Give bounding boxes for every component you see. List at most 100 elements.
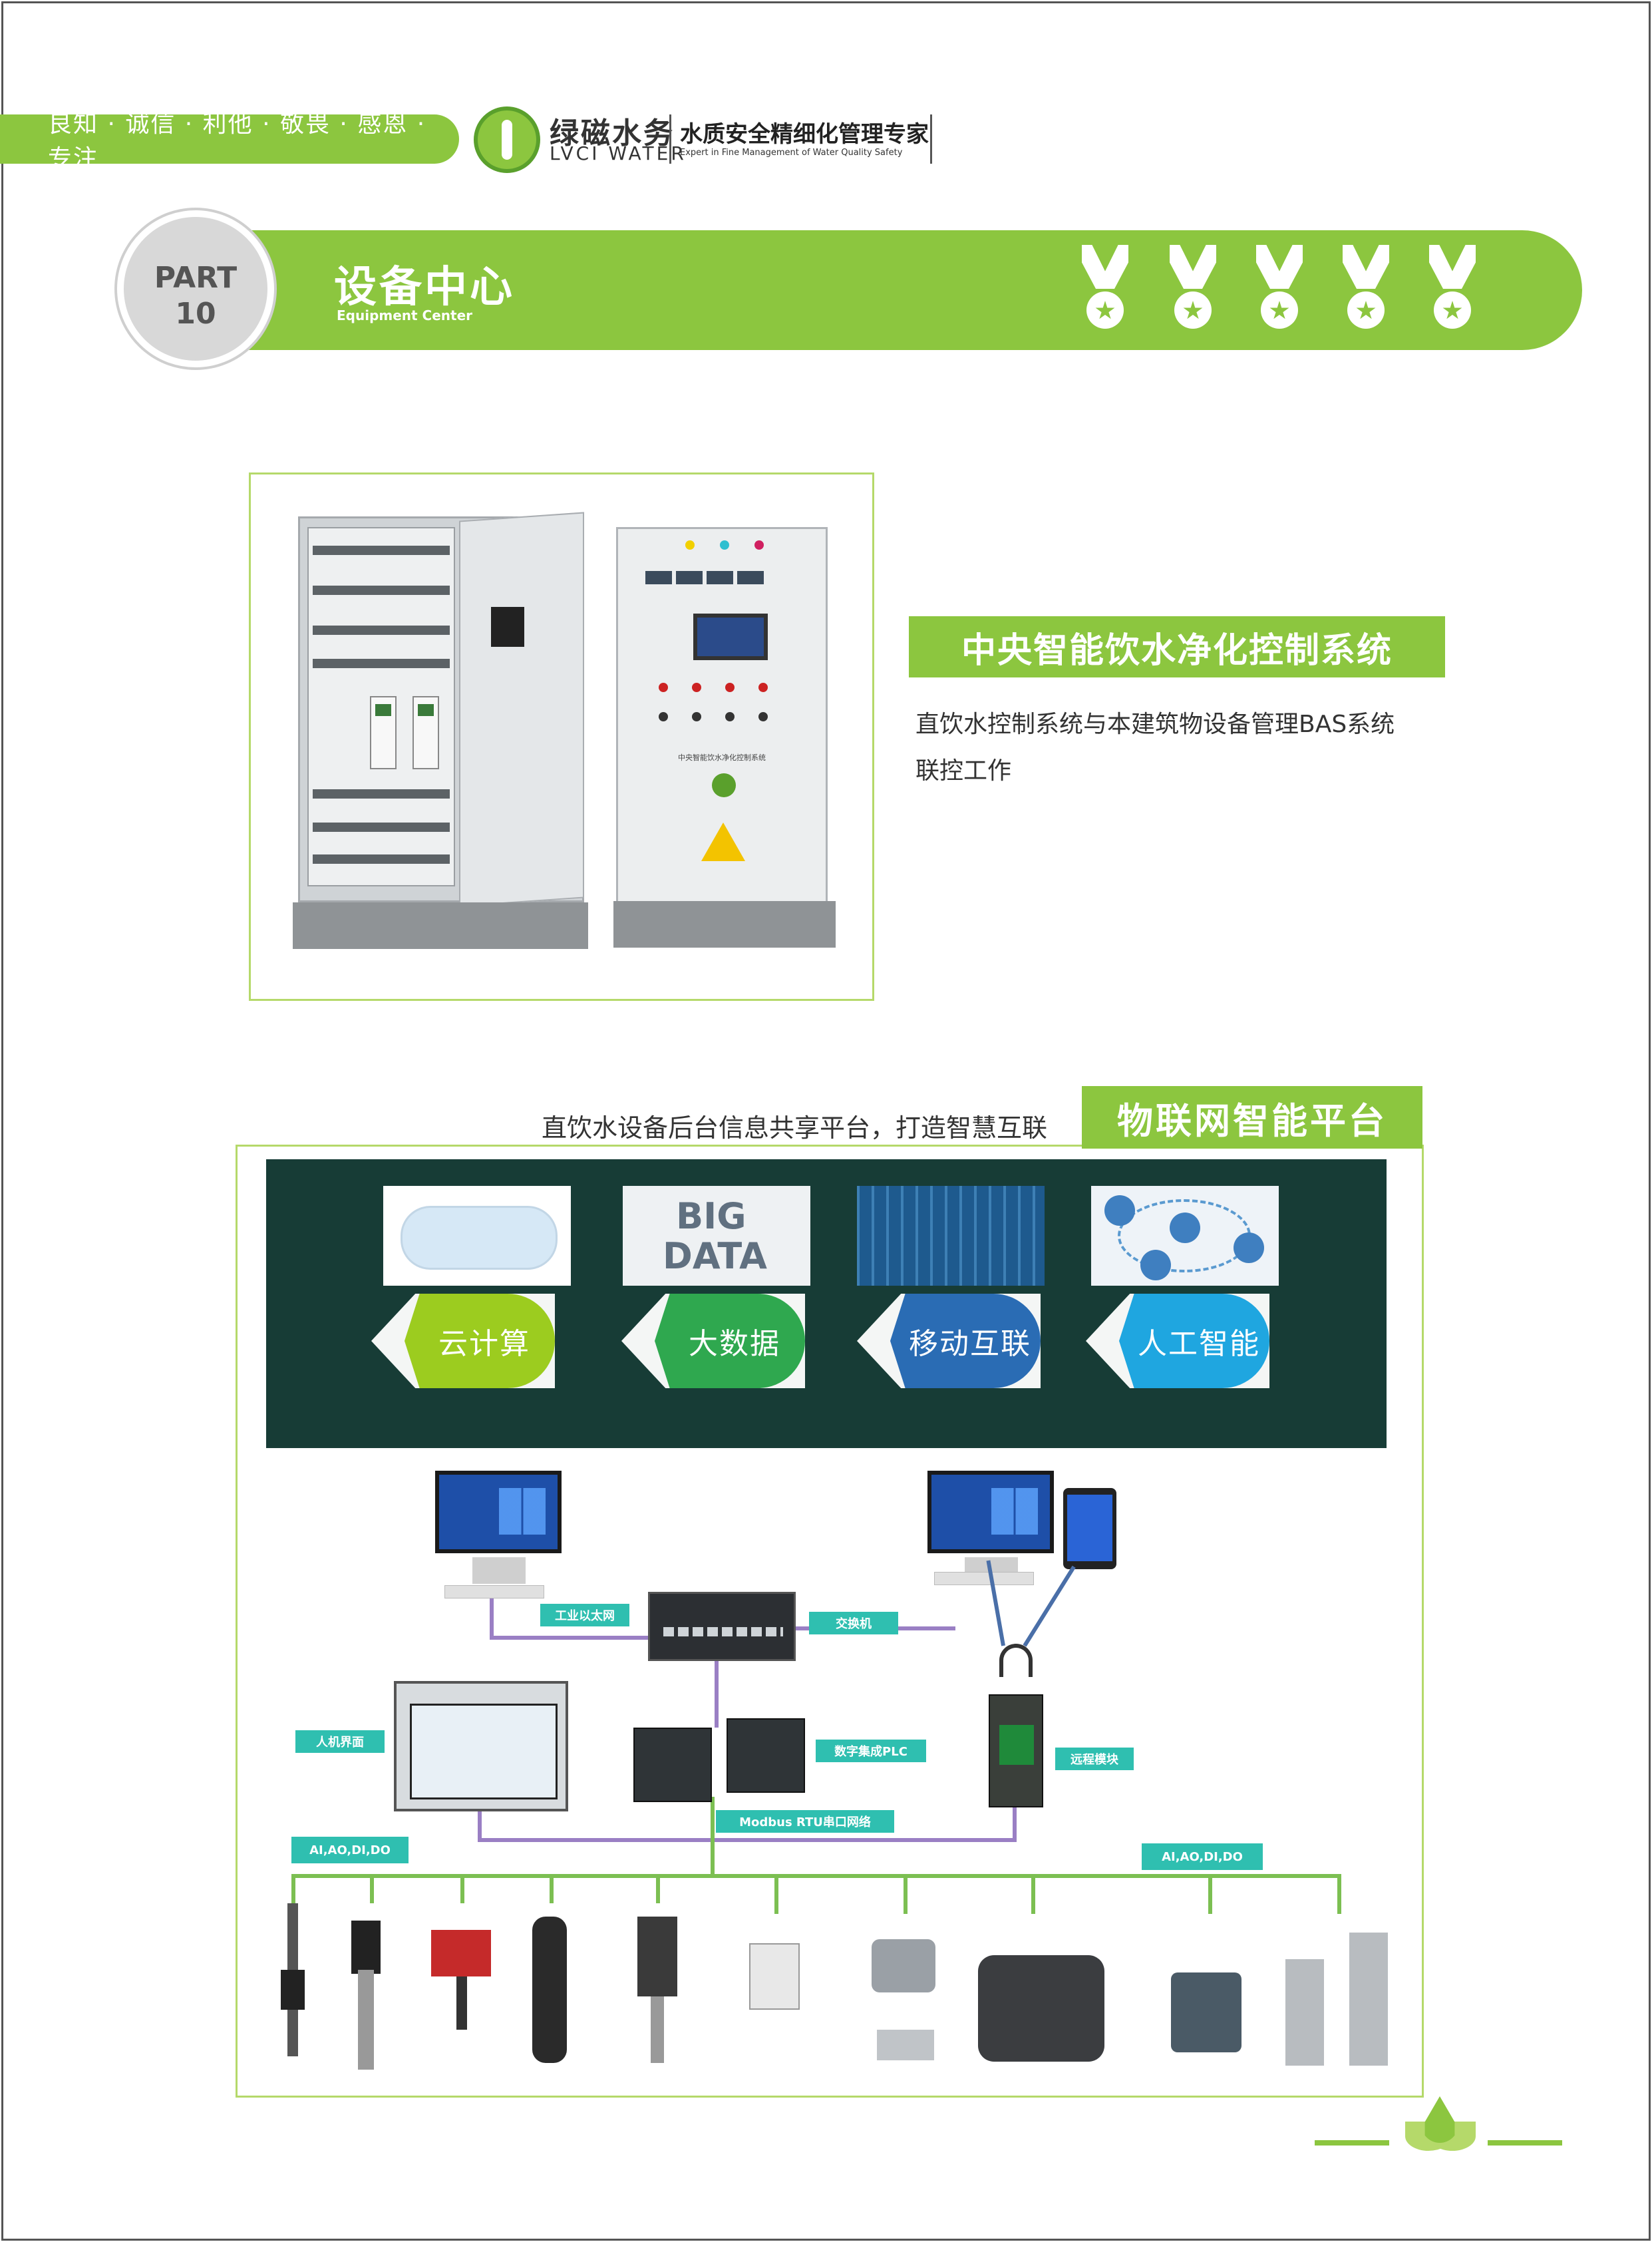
softener-controller-icon xyxy=(978,1955,1104,2062)
conductivity-probe-icon xyxy=(358,1970,374,2070)
label-ethernet: 工业以太网 xyxy=(540,1604,629,1626)
indicator-lamp xyxy=(758,712,768,721)
big-data-image: BIG DATA xyxy=(623,1186,810,1286)
medal-icon xyxy=(1163,245,1223,335)
tech-label: 移动互联 xyxy=(890,1294,1041,1388)
label-modbus: Modbus RTU串口网络 xyxy=(716,1810,894,1833)
io-drop xyxy=(370,1874,374,1903)
tech-item-ai: 人工智能 xyxy=(1086,1294,1269,1388)
terminal-row xyxy=(313,626,450,635)
indicator-lamp xyxy=(725,712,735,721)
terminal-row xyxy=(313,789,450,799)
brand-name-en: LVCI WATER xyxy=(550,142,687,164)
terminal-row xyxy=(313,586,450,595)
desktop-computer-icon xyxy=(927,1471,1054,1553)
door-controller xyxy=(491,607,524,647)
label-remote-module: 远程模块 xyxy=(1055,1748,1134,1770)
pressure-transmitter-stem xyxy=(651,1996,664,2063)
keyboard-icon xyxy=(934,1572,1034,1585)
ph-sensor-icon xyxy=(532,1917,567,2063)
panel-meter xyxy=(676,571,703,584)
description-line: 联控工作 xyxy=(915,757,1012,785)
io-drop xyxy=(1031,1874,1035,1914)
big-data-word: BIG xyxy=(676,1195,746,1237)
io-drop xyxy=(1208,1874,1212,1914)
label-io-right: AI,AO,DI,DO xyxy=(1142,1843,1263,1870)
io-drop xyxy=(291,1874,295,1903)
panel-meter xyxy=(645,571,672,584)
panel-meter xyxy=(737,571,764,584)
medal-icon xyxy=(1249,245,1309,335)
brand-name-cn: 绿磁水务 xyxy=(550,116,675,150)
desktop-computer-icon xyxy=(435,1471,562,1553)
terminal-row xyxy=(313,823,450,832)
cloud-image xyxy=(383,1186,571,1286)
part-number: 10 xyxy=(175,297,216,331)
ai-node xyxy=(1140,1250,1171,1280)
part-label: PART xyxy=(154,261,238,295)
wifi-icon xyxy=(999,1644,1033,1677)
pressure-switch-icon xyxy=(749,1943,800,2010)
network-wire xyxy=(1013,1807,1017,1842)
io-bus xyxy=(711,1797,715,1877)
network-wire xyxy=(490,1636,649,1640)
indicator-lamp xyxy=(754,540,764,550)
panel-meter xyxy=(707,571,733,584)
medal-icon xyxy=(1422,245,1482,335)
pump-icon xyxy=(1285,1959,1324,2066)
network-wire xyxy=(715,1661,719,1728)
part-badge: PART 10 xyxy=(117,210,274,367)
lvci-logo-icon xyxy=(474,106,540,173)
network-wire xyxy=(490,1597,494,1640)
nameplate-logo-icon xyxy=(712,773,736,797)
iot-intro: 直饮水设备后台信息共享平台，打造智慧互联 xyxy=(542,1113,1048,1143)
electric-valve-icon xyxy=(872,1939,935,1992)
iot-platform-title: 物联网智能平台 xyxy=(1082,1086,1422,1149)
slogan-cn: 水质安全精细化管理专家 xyxy=(680,121,929,148)
indicator-lamp xyxy=(692,712,701,721)
ai-node xyxy=(1170,1213,1200,1243)
tech-item-cloud: 云计算 xyxy=(371,1294,555,1388)
monitor-stand xyxy=(472,1557,526,1584)
io-drop xyxy=(656,1874,660,1903)
probe-head xyxy=(351,1921,381,1974)
float-switch xyxy=(281,1970,305,2010)
plc-icon xyxy=(633,1728,712,1802)
slogan-en: Expert in Fine Management of Water Quali… xyxy=(680,148,903,158)
valve-body xyxy=(877,2030,934,2060)
io-drop xyxy=(774,1874,778,1914)
header-divider xyxy=(930,114,932,164)
cabinet-plinth xyxy=(613,901,836,948)
motto-text: 良知 · 诚信 · 利他 · 敬畏 · 感恩 · 专注 xyxy=(48,110,426,172)
terminal-row xyxy=(313,659,450,668)
label-io-left: AI,AO,DI,DO xyxy=(291,1837,409,1863)
network-wire xyxy=(478,1838,1017,1842)
indicator-lamp xyxy=(725,683,735,692)
label-switch: 交换机 xyxy=(809,1612,898,1634)
smartphone-icon xyxy=(1063,1488,1116,1569)
indicator-lamp xyxy=(720,540,729,550)
mobile-internet-image xyxy=(857,1186,1045,1286)
keyboard-icon xyxy=(444,1585,544,1598)
flow-meter-icon xyxy=(1171,1972,1241,2052)
control-system-title: 中央智能饮水净化控制系统 xyxy=(909,616,1445,677)
touch-screen xyxy=(693,614,768,660)
ai-node xyxy=(1104,1195,1135,1226)
tech-label: 人工智能 xyxy=(1119,1294,1269,1388)
plc-icon xyxy=(727,1718,805,1793)
medal-icon xyxy=(1336,245,1396,335)
tech-label: 云计算 xyxy=(405,1294,555,1388)
network-wire xyxy=(478,1810,482,1842)
ai-network-image xyxy=(1091,1186,1279,1286)
label-hmi: 人机界面 xyxy=(295,1730,385,1753)
section-subtitle: Equipment Center xyxy=(337,307,473,323)
io-drop xyxy=(460,1874,464,1903)
io-drop xyxy=(1337,1874,1341,1914)
tech-label: 大数据 xyxy=(655,1294,805,1388)
cabinet-door xyxy=(459,512,584,907)
section-title: 设备中心 xyxy=(334,263,515,312)
cabinet-nameplate: 中央智能饮水净化控制系统 xyxy=(678,753,766,762)
indicator-lamp xyxy=(758,683,768,692)
footer-line xyxy=(1315,2140,1389,2146)
big-data-word: DATA xyxy=(663,1235,767,1277)
